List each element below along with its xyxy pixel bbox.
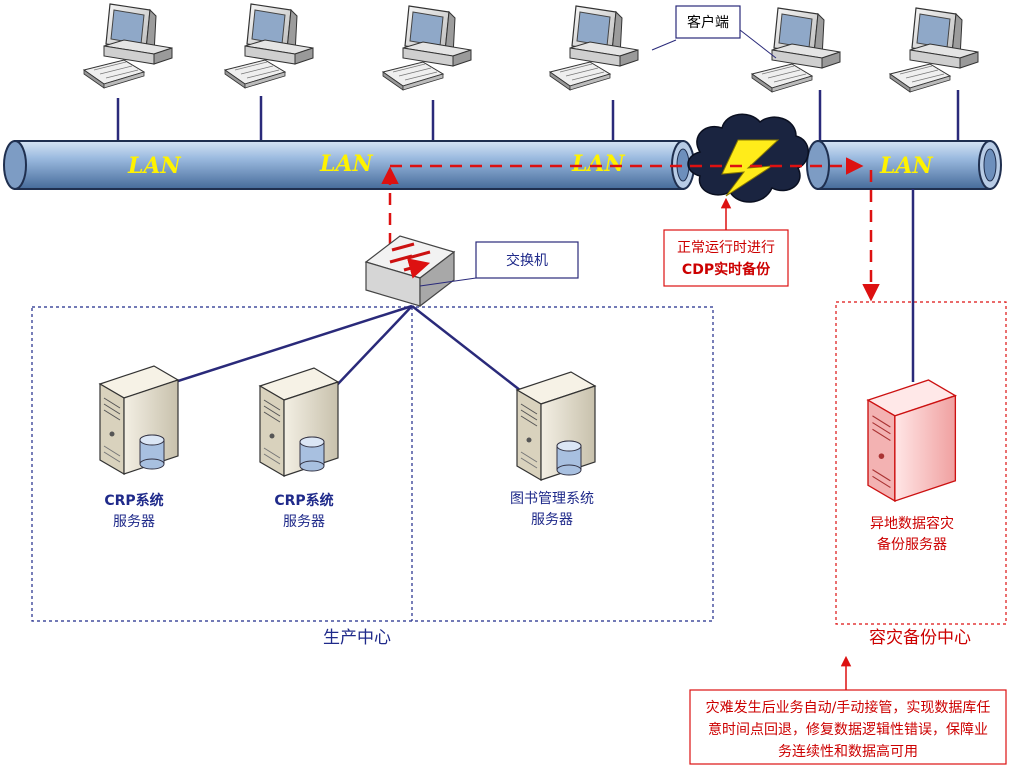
dr-server-label-line2: 备份服务器 <box>877 536 947 553</box>
cloud-lightning-icon <box>687 113 809 203</box>
server-icon <box>259 367 339 477</box>
client-callout: 客户端 <box>651 5 777 59</box>
cdp-label-line2: CDP实时备份 <box>682 261 771 278</box>
note-line3: 务连续性和数据高可用 <box>778 743 918 760</box>
dr-server-label-line1: 异地数据容灾 <box>870 515 954 532</box>
library-label-line2: 服务器 <box>531 512 573 528</box>
crp2-label-line1: CRP系统 <box>274 492 333 509</box>
disaster-note: 灾难发生后业务自动/手动接管，实现数据库任 意时间点回退，修复数据逻辑性错误，保… <box>689 655 1007 765</box>
lan-label: LAN <box>571 151 626 177</box>
cdp-label-line1: 正常运行时进行 <box>677 240 775 256</box>
library-label-line1: 图书管理系统 <box>510 491 594 507</box>
dr-center-label: 容灾备份中心 <box>869 628 971 648</box>
lan-label: LAN <box>879 153 934 179</box>
computer-icon <box>382 5 472 91</box>
crp1-label-line2: 服务器 <box>113 514 155 530</box>
switch-icon <box>364 235 456 308</box>
client-label: 客户端 <box>687 14 729 31</box>
computer-icon <box>83 3 173 89</box>
backup-path <box>381 157 880 302</box>
crp1-label-line1: CRP系统 <box>104 492 163 509</box>
computer-icon <box>549 5 639 91</box>
switch-label: 交换机 <box>506 252 548 269</box>
switch-connectors <box>174 304 526 395</box>
client-connectors <box>116 90 960 142</box>
dr-center-box <box>835 301 1007 625</box>
note-line1: 灾难发生后业务自动/手动接管，实现数据库任 <box>706 699 991 716</box>
server-icon <box>516 371 596 481</box>
production-center-box <box>31 306 714 622</box>
cdp-callout: 正常运行时进行 CDP实时备份 <box>663 197 789 287</box>
production-center-label: 生产中心 <box>323 628 391 648</box>
switch-callout: 交换机 <box>419 241 579 287</box>
lan-label: LAN <box>319 151 374 177</box>
server-icon <box>99 365 179 475</box>
lan-label: LAN <box>127 153 182 179</box>
server-icon <box>866 379 957 503</box>
note-line2: 意时间点回退，修复数据逻辑性错误，保障业 <box>708 721 988 738</box>
computer-icon <box>889 7 979 93</box>
crp2-label-line2: 服务器 <box>283 514 325 530</box>
computer-icon <box>224 3 314 89</box>
